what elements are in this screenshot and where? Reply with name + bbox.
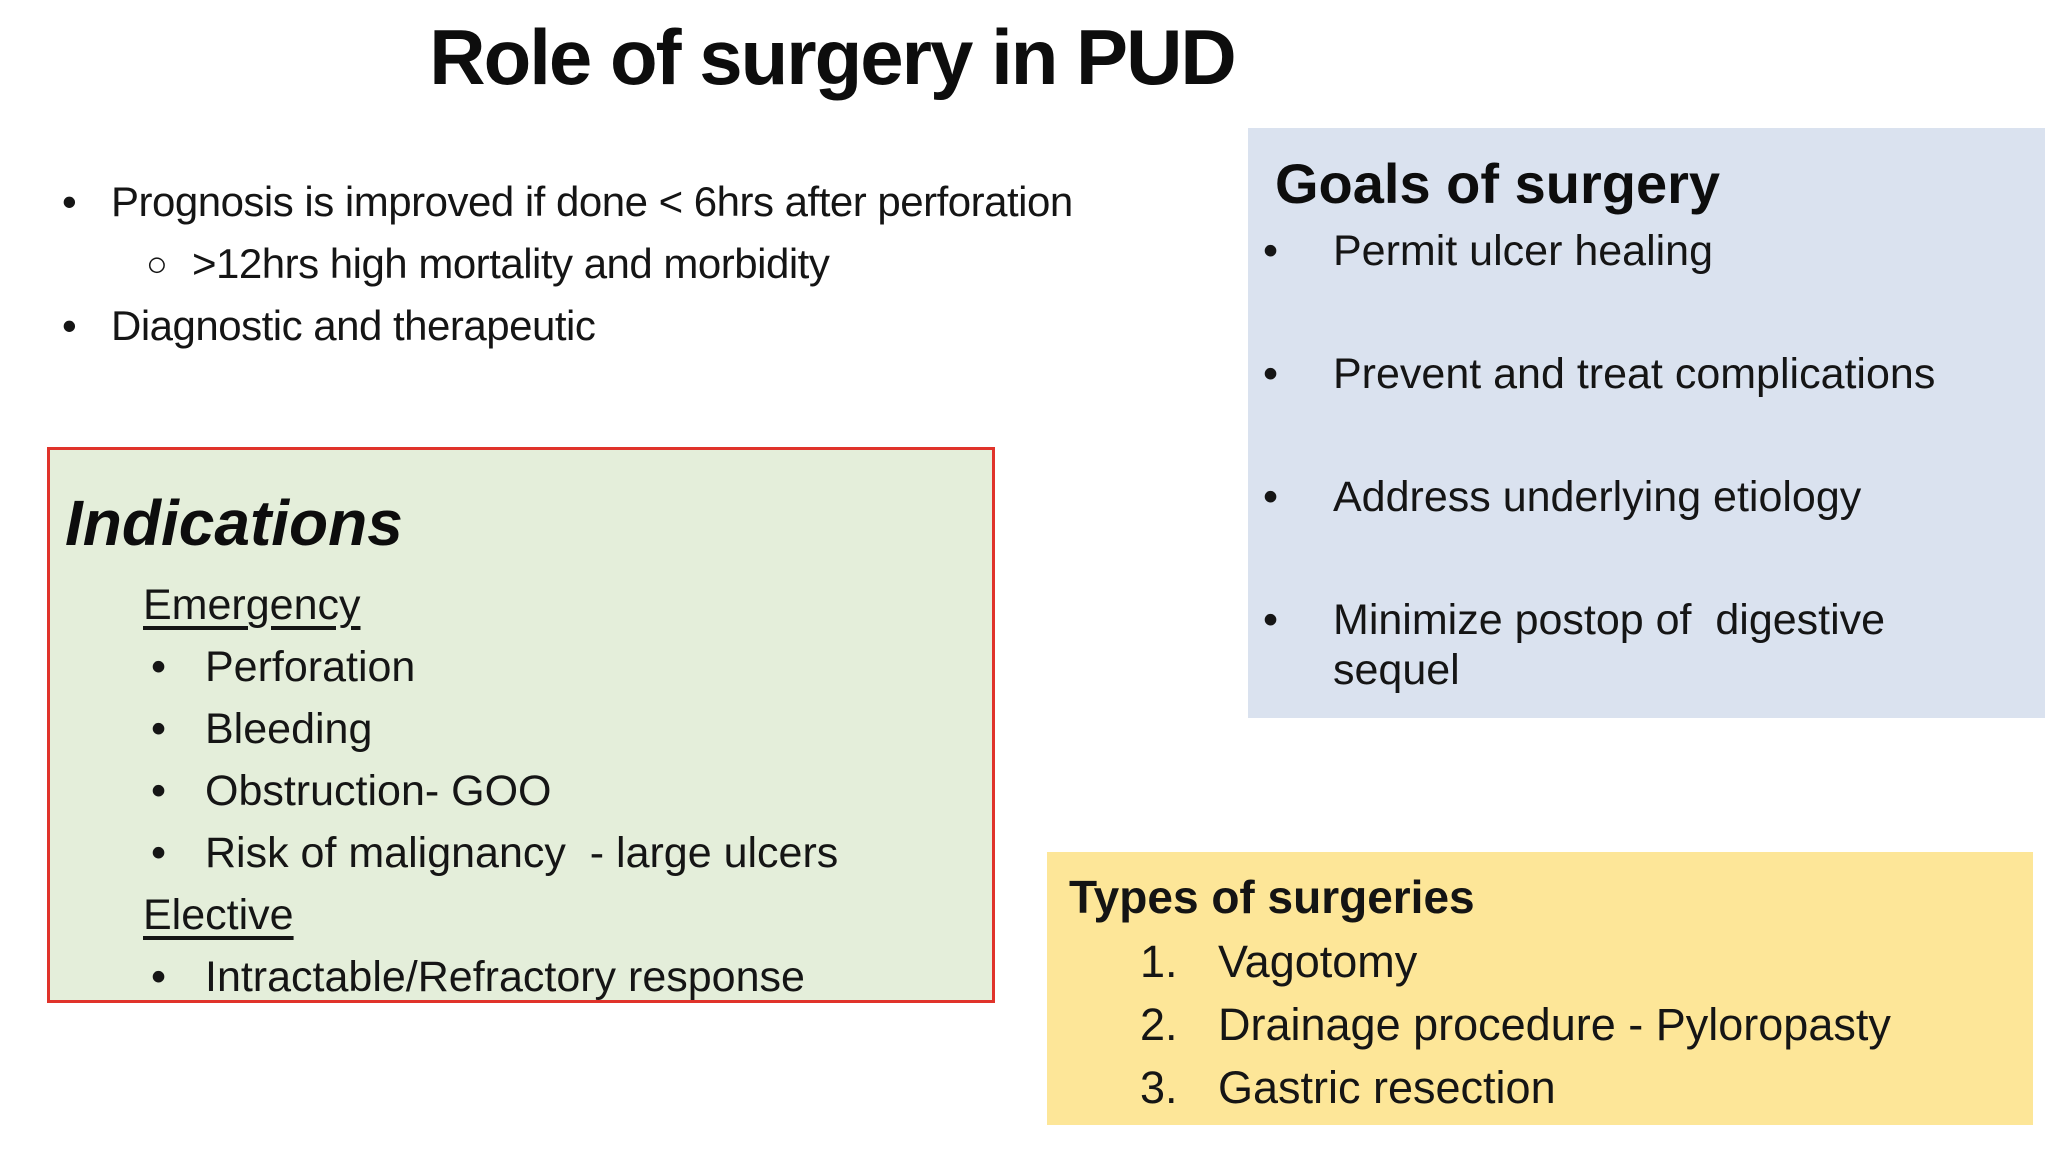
list-item: • Address underlying etiology: [1248, 472, 2045, 522]
list-item: • Risk of malignancy - large ulcers: [143, 822, 992, 884]
item-text: Address underlying etiology: [1333, 473, 1862, 522]
indications-box: Indications Emergency • Perforation: [47, 447, 995, 1003]
page-title: Role of surgery in PUD: [429, 13, 1236, 101]
bullet-icon: •: [151, 829, 167, 878]
indications-title: Indications: [65, 487, 403, 559]
goals-box: Goals of surgery • Permit ulcer healing …: [1248, 128, 2045, 718]
indication-section: Elective • Intractable/Refractory respon…: [50, 884, 992, 1008]
intro-list: • Prognosis is improved if done < 6hrs a…: [62, 171, 1242, 357]
list-item: • Intractable/Refractory response: [143, 946, 992, 1008]
item-number: 3.: [1140, 1061, 1178, 1113]
bullet-icon: •: [151, 953, 167, 1002]
bullet-icon: •: [62, 302, 77, 349]
item-number: 2.: [1140, 998, 1178, 1050]
item-text: Bleeding: [205, 705, 373, 754]
goals-list: • Permit ulcer healing • Prevent and tre…: [1248, 226, 2045, 695]
section-items: • Intractable/Refractory response: [50, 946, 992, 1008]
item-text: Perforation: [205, 643, 416, 692]
bullet-icon: •: [62, 178, 77, 225]
indications-sections: Emergency • Perforation • Bleeding: [50, 574, 992, 1008]
types-box: Types of surgeries 1. Vagotomy 2. Draina…: [1047, 852, 2033, 1125]
bullet-icon: •: [151, 705, 167, 754]
bullet-icon: •: [151, 767, 167, 816]
section-heading: Emergency: [143, 581, 361, 630]
list-item: • Prognosis is improved if done < 6hrs a…: [62, 171, 1242, 233]
types-list: 1. Vagotomy 2. Drainage procedure - Pylo…: [1047, 934, 2033, 1116]
list-item: • Prevent and treat complications: [1248, 349, 2045, 399]
item-text: Intractable/Refractory response: [205, 953, 805, 1002]
list-item: • Permit ulcer healing: [1248, 226, 2045, 276]
bullet-icon: •: [151, 643, 167, 692]
bullet-icon: •: [1263, 473, 1279, 522]
item-text: Prevent and treat complications: [1333, 350, 1936, 399]
item-text: Vagotomy: [1218, 935, 1418, 987]
list-item: 1. Vagotomy: [1047, 934, 2033, 990]
bullet-icon: •: [1263, 350, 1279, 399]
list-item: • Minimize postop of digestive sequel: [1248, 595, 2045, 695]
list-item: • Bleeding: [143, 698, 992, 760]
section-heading: Elective: [143, 891, 294, 940]
item-number: 1.: [1140, 935, 1178, 987]
item-text: Permit ulcer healing: [1333, 227, 1714, 276]
list-item: 2. Drainage procedure - Pyloropasty: [1047, 997, 2033, 1053]
item-text: Drainage procedure - Pyloropasty: [1218, 998, 1891, 1050]
item-text: Diagnostic and therapeutic: [111, 302, 596, 349]
item-text: >12hrs high mortality and morbidity: [192, 240, 830, 287]
item-text: Minimize postop of digestive sequel: [1333, 596, 1898, 695]
bullet-icon: •: [1263, 227, 1279, 276]
list-item: • Obstruction- GOO: [143, 760, 992, 822]
list-item: 3. Gastric resection: [1047, 1060, 2033, 1116]
goals-title: Goals of surgery: [1275, 152, 1721, 215]
item-text: Obstruction- GOO: [205, 767, 552, 816]
item-text: Risk of malignancy - large ulcers: [205, 829, 839, 878]
bullet-icon: ○: [146, 243, 168, 284]
item-text: Prognosis is improved if done < 6hrs aft…: [111, 178, 1073, 225]
indication-section: Emergency • Perforation • Bleeding: [50, 574, 992, 884]
list-item: • Perforation: [143, 636, 992, 698]
list-item: ○ >12hrs high mortality and morbidity: [62, 233, 1242, 295]
section-items: • Perforation • Bleeding • Obstruc: [50, 636, 992, 884]
bullet-icon: •: [1263, 596, 1279, 645]
item-text: Gastric resection: [1218, 1061, 1556, 1113]
types-title: Types of surgeries: [1069, 871, 1475, 923]
list-item: • Diagnostic and therapeutic: [62, 295, 1242, 357]
